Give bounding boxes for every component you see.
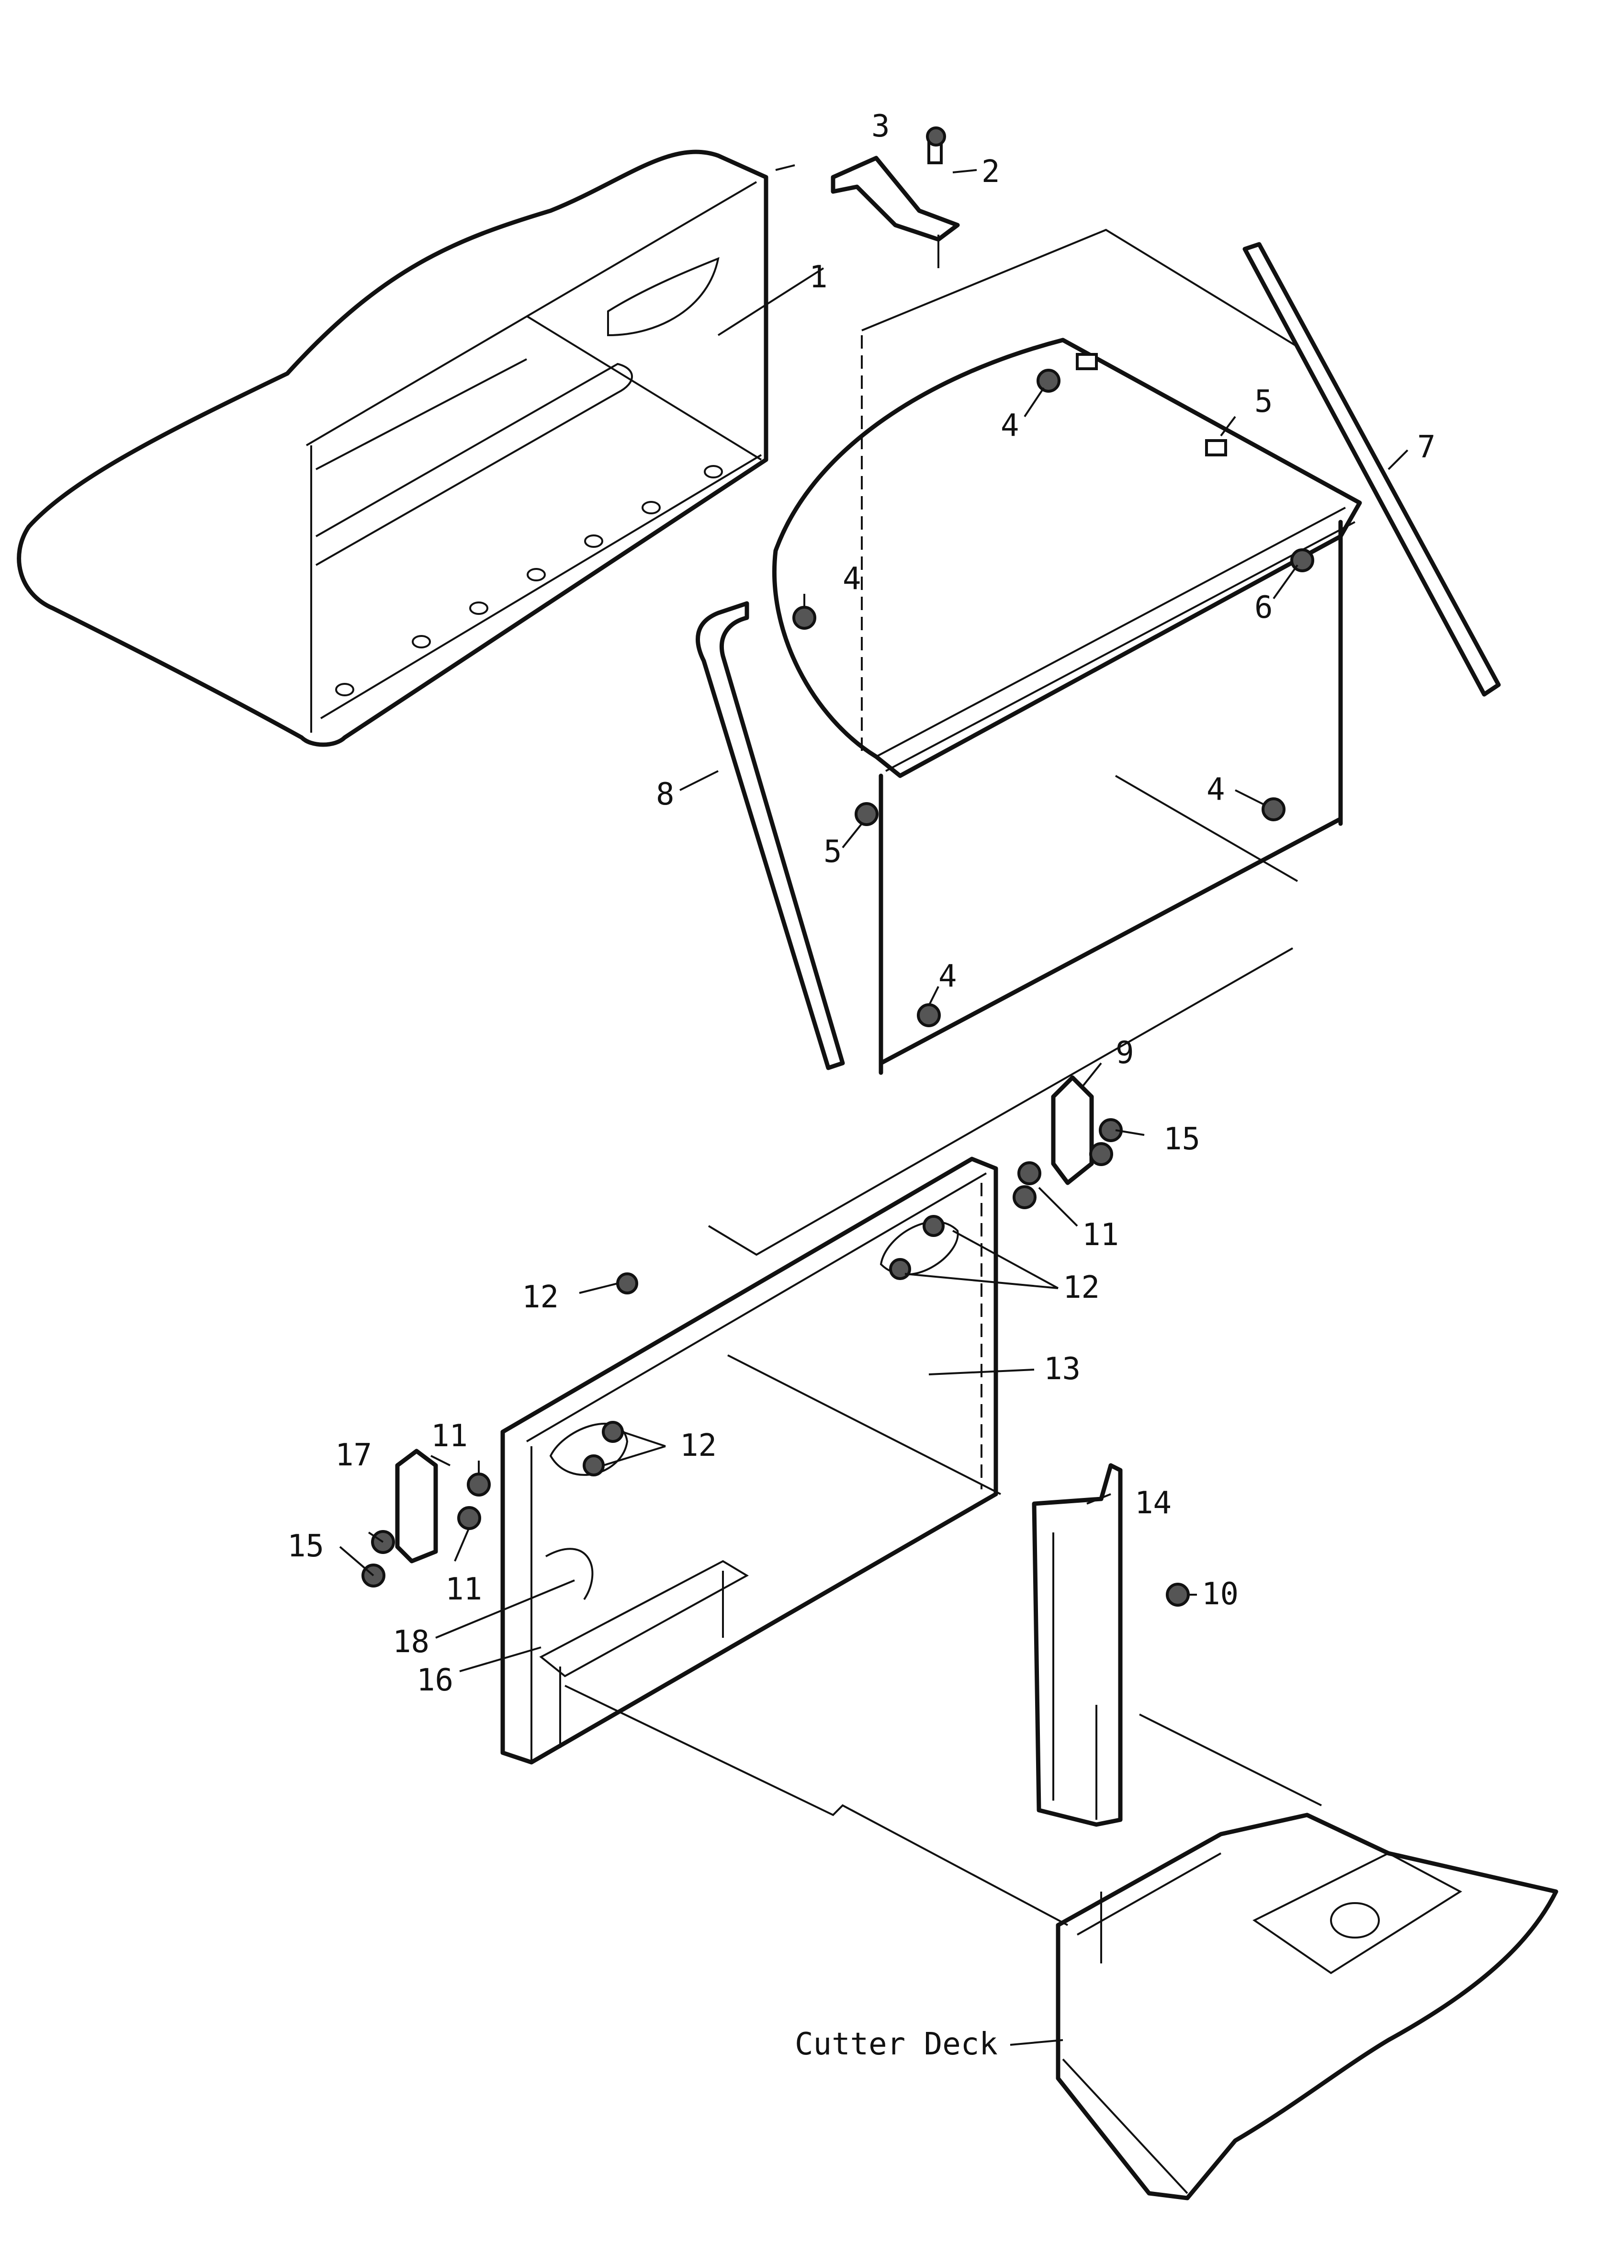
bolt-part (926, 126, 946, 147)
callout-13: 13 (1044, 1351, 1081, 1387)
callout-4: 4 (938, 959, 957, 994)
callout-17: 17 (335, 1438, 372, 1473)
callout-12: 12 (680, 1428, 717, 1463)
hinge-bracket-part (1051, 1075, 1094, 1185)
cutter-deck-label: Cutter Deck (795, 2027, 998, 2062)
bracket-part (831, 133, 960, 242)
nut-part (792, 606, 816, 630)
callout-5: 5 (823, 834, 842, 870)
callout-18: 18 (393, 1624, 429, 1660)
callout-4: 4 (843, 561, 861, 597)
callout-7: 7 (1417, 430, 1436, 465)
callout-11: 11 (431, 1418, 468, 1454)
callout-1: 1 (809, 260, 828, 295)
rod-part (1242, 242, 1501, 697)
nut-part (467, 1473, 491, 1497)
chute-cover-part (1032, 1463, 1123, 1827)
callout-2: 2 (981, 154, 1000, 190)
nut-part (1013, 1185, 1037, 1209)
hinge-bracket-part (395, 1449, 438, 1564)
nut-part (855, 802, 879, 826)
rod-part (696, 601, 845, 1070)
bolt-part (889, 1258, 911, 1280)
grass-bag-part (17, 149, 768, 747)
nut-part (457, 1506, 481, 1530)
nut-part (1089, 1142, 1113, 1166)
bracket-part (1205, 439, 1227, 456)
callout-15: 15 (1163, 1122, 1200, 1157)
callout-8: 8 (656, 777, 675, 812)
callout-11: 11 (445, 1572, 482, 1607)
callout-15: 15 (287, 1529, 324, 1564)
callout-4: 4 (1207, 772, 1225, 807)
bolt-part (923, 1215, 945, 1237)
callout-4: 4 (1001, 408, 1019, 443)
callout-5: 5 (1254, 384, 1273, 420)
nut-part (1166, 1583, 1190, 1607)
nut-part (1017, 1161, 1041, 1185)
bolt-part (602, 1421, 624, 1443)
bolt-part (583, 1454, 605, 1476)
callout-3: 3 (871, 109, 890, 144)
callout-12: 12 (522, 1280, 559, 1315)
callout-9: 9 (1116, 1035, 1134, 1071)
nut-part (917, 1003, 941, 1027)
callout-16: 16 (417, 1663, 453, 1698)
callout-14: 14 (1135, 1486, 1172, 1521)
nut-part (1037, 369, 1060, 393)
callout-6: 6 (1254, 590, 1273, 625)
bag-frame-part (772, 228, 1362, 1075)
bracket-part (1076, 353, 1098, 370)
callout-10: 10 (1202, 1576, 1239, 1612)
nut-part (1262, 797, 1286, 821)
bolt-part (616, 1272, 638, 1294)
rear-panel-part (500, 1157, 1001, 1765)
callout-11: 11 (1082, 1217, 1119, 1253)
cutter-deck-part (1056, 1813, 1558, 2200)
callout-12: 12 (1063, 1270, 1100, 1305)
